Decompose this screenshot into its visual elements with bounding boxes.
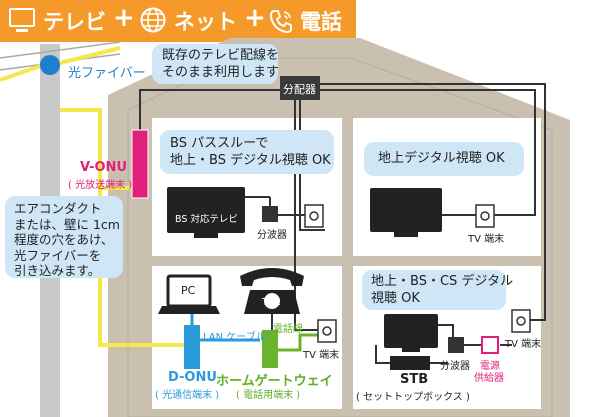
home-gateway-device: [262, 330, 278, 368]
home-gateway-sub-label: ( 電話用端末 ): [236, 390, 301, 401]
note-line: 引き込みます。: [14, 263, 101, 278]
note-line: 地上・BS デジタル視聴 OK: [170, 153, 331, 168]
note-line: エアコンダクト: [14, 201, 102, 216]
note-line: 既存のテレビ配線を: [162, 48, 280, 63]
tv-terminal-icon: [475, 204, 495, 228]
phone-line-label: 電話線: [273, 324, 303, 335]
banner-phone: 電話: [300, 10, 342, 34]
tv-icon: [9, 8, 35, 27]
pc-label: PC: [181, 284, 196, 297]
title-banner: テレビ + ネット + 電話: [0, 0, 356, 42]
tv-icon: [384, 314, 438, 348]
phone-icon: [268, 8, 294, 34]
tv-stand: [194, 233, 218, 238]
fiber-label: 光ファイバー: [68, 66, 146, 81]
overhead-wire: [0, 41, 121, 59]
splitter-label: 分波器: [440, 361, 470, 372]
tv-terminal-label: TV 端末: [468, 234, 505, 245]
v-onu-label: V-ONU: [80, 160, 127, 175]
stb-sub-label: ( セットトップボックス ): [356, 392, 470, 403]
tv-terminal-label: TV 端末: [505, 339, 542, 350]
distributor-box: [280, 76, 320, 100]
plus-icon: +: [113, 3, 135, 33]
v-onu-sub-label: ( 光放送端末 ): [68, 180, 133, 191]
splitter-label: 分波器: [257, 230, 287, 241]
note-line: 視聴 OK: [371, 291, 420, 306]
bs-tv-icon: [167, 187, 245, 233]
power-supply-label: 電源: [480, 361, 500, 372]
fiber-line: [0, 62, 47, 82]
d-onu-device: [184, 325, 200, 369]
d-onu-label: D-ONU: [168, 370, 217, 385]
tel-label: TEL: [262, 297, 280, 308]
tv-terminal-icon: [511, 309, 531, 333]
fiber-junction-icon: [40, 55, 60, 75]
tv-terminal-label: TV 端末: [303, 350, 340, 361]
splitter-icon: [448, 337, 464, 353]
lan-cable-label: LAN ケーブル: [203, 332, 266, 343]
distributor-label: 分配器: [283, 83, 316, 96]
existing-wiring-note: 既存のテレビ配線を そのまま利用します: [152, 44, 280, 84]
fiber-line: [55, 46, 121, 66]
power-supply-label: 供給器: [474, 373, 504, 384]
full-digital-note: 地上・BS・CS デジタル 視聴 OK: [362, 270, 514, 310]
tv-terminal-icon: [304, 204, 324, 228]
note-line: 程度の穴をあけ、: [14, 232, 114, 247]
telephone-icon: [240, 268, 304, 314]
stb-label: STB: [400, 372, 429, 387]
note-line: そのまま利用します: [162, 65, 280, 80]
note-line: BS パススルーで: [170, 136, 269, 151]
bs-passthrough-note: BS パススルーで 地上・BS デジタル視聴 OK: [160, 130, 334, 174]
bs-tv-label: BS 対応テレビ: [175, 214, 238, 225]
globe-icon: [140, 7, 166, 33]
d-onu-sub-label: ( 光通信端末 ): [155, 390, 220, 401]
note-line: 地上・BS・CS デジタル: [371, 274, 514, 289]
plus-icon: +: [244, 3, 266, 33]
note-line: または、壁に 1cm: [14, 216, 120, 232]
banner-net: ネット: [174, 10, 237, 34]
note-line: 光ファイバーを: [14, 247, 102, 263]
phone-line: [278, 333, 318, 352]
note-line: 地上デジタル視聴 OK: [378, 151, 505, 166]
terrestrial-note: 地上デジタル視聴 OK: [364, 142, 524, 176]
stb-device: [390, 356, 430, 370]
power-supply-icon: [481, 336, 499, 354]
tv-terminal-icon: [317, 319, 337, 343]
aircon-duct-note: エアコンダクト または、壁に 1cm 程度の穴をあけ、 光ファイバーを 引き込み…: [5, 196, 123, 278]
tv-icon-stand: [16, 29, 28, 32]
home-gateway-label: ホームゲートウェイ: [216, 374, 333, 389]
v-onu-device: [131, 129, 149, 199]
fiber-line: [60, 108, 132, 190]
splitter-icon: [262, 206, 278, 222]
room-top-right: [353, 118, 541, 256]
banner-tv: テレビ: [43, 10, 106, 34]
tv-icon: [370, 188, 442, 232]
